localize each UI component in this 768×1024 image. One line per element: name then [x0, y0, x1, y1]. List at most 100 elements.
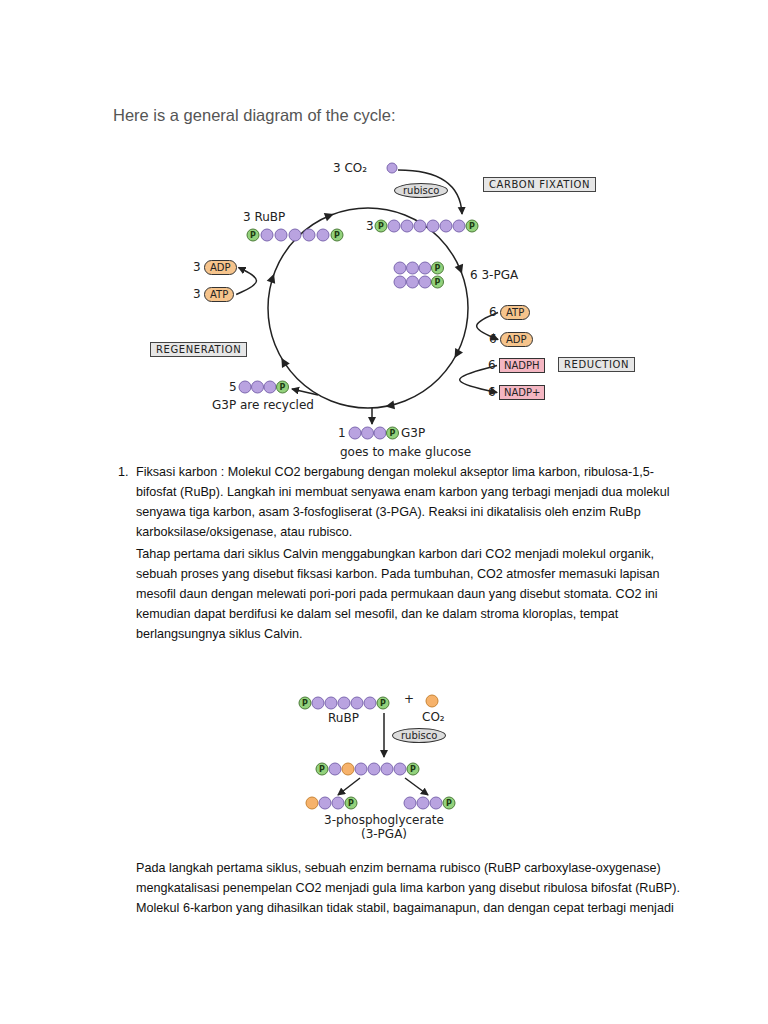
phosphate-group — [331, 229, 343, 241]
stage-box: CARBON FIXATION — [483, 177, 596, 192]
plus-sign: + — [404, 692, 414, 706]
carbon-atom — [362, 427, 374, 439]
phosphate-group — [277, 381, 289, 393]
arrowhead — [455, 264, 463, 274]
carbon-atom — [414, 220, 426, 232]
phosphate-label: P — [435, 279, 441, 287]
node-text: NADPH — [504, 360, 540, 371]
molecule-label: 3 RuBP — [243, 210, 285, 224]
phosphate-group — [443, 797, 455, 809]
carbon-atom — [394, 276, 406, 288]
paragraph: Tahap pertama dari siklus Calvin menggab… — [136, 544, 684, 644]
phosphate-label: P — [446, 800, 452, 808]
phosphate-group — [432, 276, 444, 288]
arrowhead — [385, 400, 395, 409]
note-label: G3P are recycled — [212, 398, 314, 412]
energy-oval: ADP — [500, 332, 533, 347]
carbon-atom — [329, 763, 341, 775]
energy-oval: ATP — [204, 287, 234, 302]
molecule-label: G3P — [401, 426, 425, 440]
curved-arrow — [236, 268, 256, 295]
carbon-atom — [332, 797, 344, 809]
carbon-atom — [387, 163, 397, 173]
carbon-atom — [351, 697, 363, 709]
node-text: rubisco — [401, 730, 437, 741]
carbon-atom — [440, 220, 452, 232]
carbon-atom — [252, 381, 264, 393]
carbon-atom — [388, 220, 400, 232]
molecule-label: 6 3-PGA — [470, 268, 518, 282]
count-label: 6 — [489, 332, 497, 346]
formula-label: CO₂ — [422, 710, 445, 724]
reaction-arrow — [383, 713, 385, 757]
output-arrow — [371, 408, 373, 424]
carbon-atom — [401, 220, 413, 232]
carbon-atom — [381, 763, 393, 775]
formula-label: 3 CO₂ — [333, 161, 367, 175]
phosphate-label: P — [469, 223, 475, 231]
carbon-atom — [306, 797, 318, 809]
molecule-label: RuBP — [328, 711, 359, 725]
carbon-atom — [303, 229, 315, 241]
node-text: ADP — [506, 334, 527, 345]
paragraph: Fiksasi karbon : Molekul CO2 bergabung d… — [136, 462, 684, 542]
node-text: NADP+ — [504, 387, 540, 398]
phosphate-label: P — [435, 265, 441, 273]
molecule-label: 3-phosphoglycerate (3-PGA) — [314, 813, 454, 842]
phosphate-label: P — [334, 232, 340, 240]
phosphate-group — [466, 220, 478, 232]
carbon-atom — [368, 763, 380, 775]
carbon-atom — [261, 229, 273, 241]
split-arrow — [338, 778, 360, 795]
count-label: 3 — [193, 287, 201, 301]
cycle-arrowheads — [267, 213, 463, 409]
arrowhead — [455, 348, 463, 358]
carbon-atom — [239, 381, 251, 393]
phosphate-label: P — [280, 384, 286, 392]
split-arrow — [405, 778, 428, 795]
count-label: 6 — [488, 385, 496, 399]
carbon-atom — [407, 262, 419, 274]
node-text: ATP — [210, 289, 228, 300]
phosphate-label: P — [302, 700, 308, 708]
node-text: CARBON FIXATION — [489, 179, 590, 190]
carbon-atom — [364, 697, 376, 709]
phosphate-label: P — [410, 766, 416, 774]
carrier-box: NADP+ — [499, 385, 545, 400]
stage-box: REGENERATION — [150, 342, 247, 357]
energy-oval: ADP — [204, 260, 237, 275]
count-label: 1 — [338, 426, 346, 440]
carbon-atom — [289, 229, 301, 241]
carbon-atom — [407, 276, 419, 288]
carbon-atom — [275, 229, 287, 241]
node-text: ADP — [210, 262, 231, 273]
phosphate-group — [432, 262, 444, 274]
page-heading: Here is a general diagram of the cycle: — [113, 106, 395, 126]
phosphate-label: P — [250, 232, 256, 240]
note-label: goes to make glucose — [340, 445, 471, 459]
energy-oval: ATP — [500, 305, 530, 320]
carbon-atom — [325, 697, 337, 709]
carbon-atom — [264, 381, 276, 393]
enzyme-oval: rubisco — [392, 728, 446, 743]
arrowhead — [267, 274, 275, 284]
co2-arrow — [398, 170, 462, 214]
phosphate-group — [247, 229, 259, 241]
stage-box: REDUCTION — [558, 357, 635, 372]
node-text: rubisco — [403, 185, 439, 196]
carbon-atom — [417, 797, 429, 809]
carbon-atom — [404, 797, 416, 809]
node-text: ATP — [506, 307, 524, 318]
count-label: 6 — [489, 305, 497, 319]
count-label: 5 — [229, 380, 237, 394]
phosphate-group — [345, 797, 357, 809]
carbon-atom — [419, 262, 431, 274]
node-text: REDUCTION — [564, 359, 629, 370]
carbon-atom — [349, 427, 361, 439]
phosphate-label: P — [378, 223, 384, 231]
phosphate-label: P — [348, 800, 354, 808]
recycle-arrow — [292, 389, 318, 395]
carbon-atom — [312, 697, 324, 709]
phosphate-group — [407, 763, 419, 775]
